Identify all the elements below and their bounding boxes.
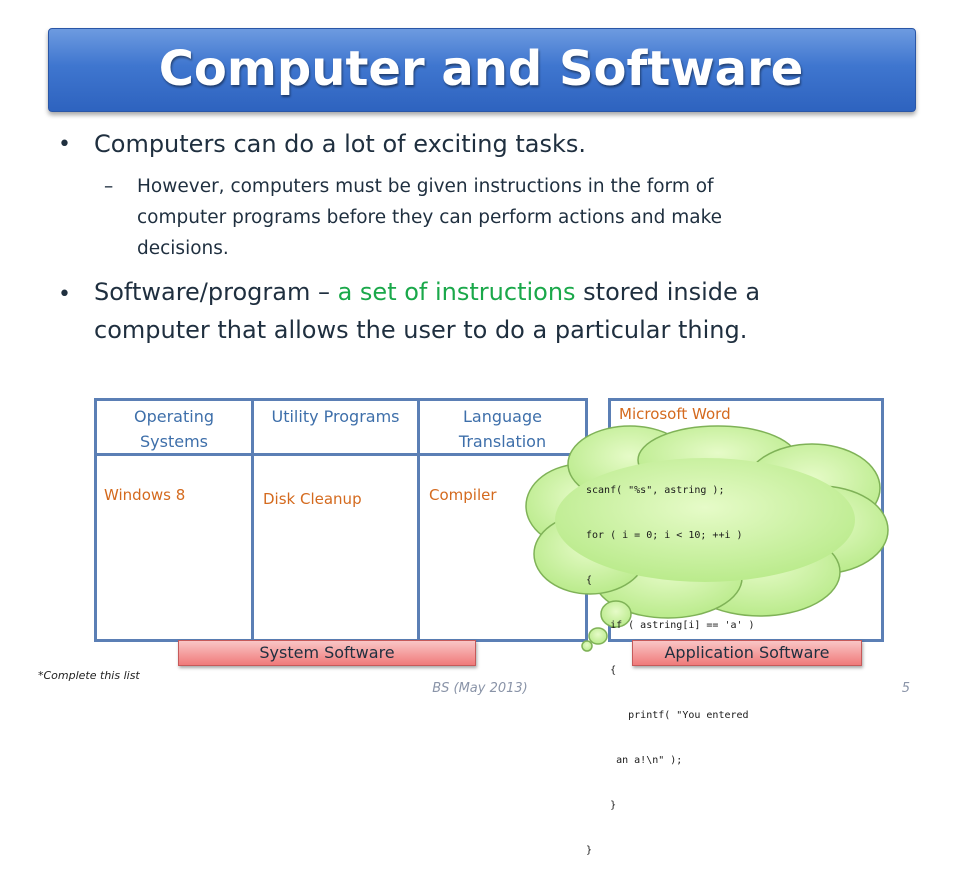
- column-header-utility-programs: Utility Programs: [254, 404, 417, 429]
- column-header-line: Operating: [134, 407, 214, 426]
- example-microsoft-word: Microsoft Word: [619, 405, 731, 423]
- column-header-line: Translation: [458, 432, 547, 451]
- column-header-line: Utility Programs: [271, 407, 400, 426]
- code-snippet: scanf( "%s", astring ); for ( i = 0; i <…: [586, 453, 755, 873]
- code-line: }: [586, 800, 617, 811]
- bullet-2-highlight: a set of instructions: [337, 278, 576, 306]
- page-number: 5: [901, 681, 910, 696]
- footer-source: BS (May 2013): [432, 681, 528, 696]
- column-divider: [251, 398, 254, 642]
- footnote: *Complete this list: [38, 669, 140, 682]
- bullet-2-term: Software/program –: [94, 278, 338, 306]
- bullet-2-line-1: Software/program – a set of instructions…: [94, 274, 760, 310]
- example-disk-cleanup: Disk Cleanup: [263, 490, 362, 508]
- code-line: an a!\n" );: [586, 755, 683, 766]
- column-header-language-translation: Language Translation: [420, 404, 585, 454]
- title-banner: [48, 28, 916, 112]
- application-software-label: Application Software: [632, 640, 862, 666]
- code-line: }: [586, 845, 593, 856]
- bullet-2-line-2: computer that allows the user to do a pa…: [94, 316, 748, 344]
- example-windows-8: Windows 8: [104, 486, 186, 504]
- sub-bullet-line-2: computer programs before they can perfor…: [137, 207, 722, 228]
- code-line: for ( i = 0; i < 10; ++i ): [586, 530, 743, 541]
- bullet-2-rest: stored inside a: [575, 278, 761, 306]
- column-header-line: Systems: [140, 432, 208, 451]
- sub-bullet-dash: –: [104, 176, 114, 197]
- bullet-1-text: Computers can do a lot of exciting tasks…: [94, 130, 587, 158]
- code-line: {: [586, 575, 593, 586]
- example-compiler: Compiler: [429, 486, 497, 504]
- sub-bullet-line-1: However, computers must be given instruc…: [137, 176, 714, 197]
- thought-cloud: [525, 425, 889, 652]
- slide-title: Computer and Software: [158, 41, 804, 97]
- column-divider: [417, 398, 420, 642]
- column-header-line: Language: [463, 407, 542, 426]
- code-line: {: [586, 665, 617, 676]
- code-line: printf( "You entered: [586, 710, 749, 721]
- bullet-marker: •: [58, 282, 71, 307]
- code-line: if ( astring[i] == 'a' ): [586, 620, 755, 631]
- bullet-marker: •: [58, 132, 71, 157]
- column-header-operating-systems: Operating Systems: [97, 404, 251, 454]
- system-software-label: System Software: [178, 640, 476, 666]
- sub-bullet-line-3: decisions.: [137, 238, 229, 259]
- code-line: scanf( "%s", astring );: [586, 485, 725, 496]
- header-divider: [94, 453, 588, 456]
